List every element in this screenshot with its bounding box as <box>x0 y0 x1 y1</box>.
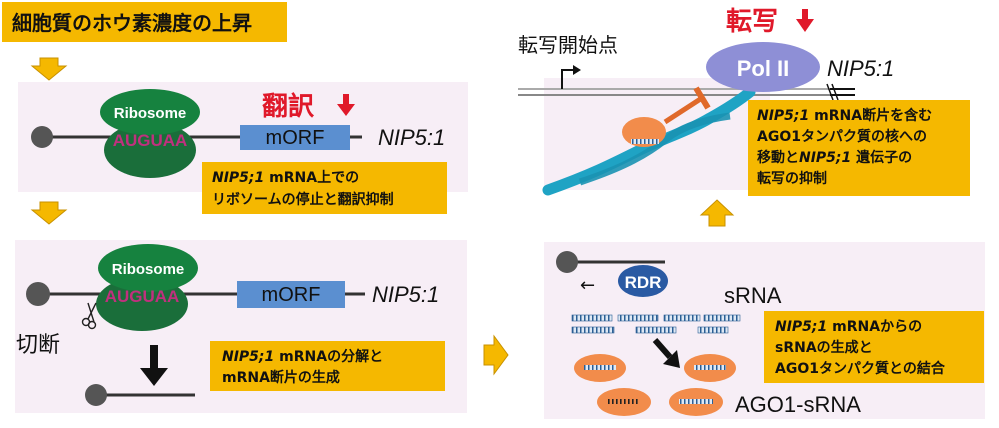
black-diagonal-arrow <box>652 338 680 368</box>
pol-ii-enzyme <box>706 42 820 92</box>
note-4-line-4: 転写の抑制 <box>757 170 827 187</box>
morf-label-1: mORF <box>266 127 325 149</box>
ribosome-large-subunit-1 <box>104 122 196 178</box>
rdr-enzyme <box>618 265 668 297</box>
ribosome-label-2: Ribosome <box>112 261 185 278</box>
srna-label: sRNA <box>724 283 782 308</box>
ago-srna-label: AGO1-sRNA <box>735 392 861 417</box>
ribosome-small-subunit-1 <box>100 89 200 135</box>
cut-label: 切断 <box>16 333 60 358</box>
srna-in-ago <box>631 139 659 144</box>
red-down-arrow-2 <box>796 9 814 32</box>
panel-srna: ← RDR sRNA AGO1-sRNA NIP5 <box>544 242 985 419</box>
note-2-line-1: NIP5;1 mRNAの分解と <box>222 348 383 365</box>
cap-circle-3 <box>85 384 107 406</box>
inhibition-bar <box>663 86 711 125</box>
morf-box-1 <box>240 125 350 150</box>
note-box-2 <box>210 341 445 391</box>
right-arrow <box>483 334 509 376</box>
ribosome-small-subunit-2 <box>98 244 198 292</box>
morf-label-2: mORF <box>262 284 321 306</box>
codon-label-2: AUGUAA <box>105 287 180 306</box>
note-3-line-3: AGO1タンパク質との結合 <box>775 360 946 377</box>
panel-transcription: 転写開始点 Pol II NIP5:1 転写 NIP5;1 mRNA断片を含む <box>518 7 970 196</box>
cap-circle-1 <box>31 126 53 148</box>
note-1-line-1: NIP5;1 mRNA上での <box>212 170 359 186</box>
gene-label-2: NIP5:1 <box>372 282 439 307</box>
note-box-1 <box>202 162 447 214</box>
panel-translation: Ribosome AUGUAA mORF NIP5:1 翻訳 NIP5;1 mR… <box>18 82 468 214</box>
cap-circle-4 <box>556 251 578 273</box>
panel-cleavage: Ribosome AUGUAA mORF NIP5:1 切断 NIP5;1 mR… <box>15 240 467 413</box>
ago1-srna-complexes <box>574 354 736 416</box>
morf-box-2 <box>237 281 345 308</box>
tss-arrow-icon <box>561 69 574 89</box>
tss-arrowhead <box>573 65 581 75</box>
down-arrow-2 <box>30 201 68 225</box>
black-down-arrow <box>140 345 168 386</box>
note-box-4 <box>748 100 970 196</box>
title-box: 細胞質のホウ素濃度の上昇 <box>2 2 287 42</box>
tss-label: 転写開始点 <box>518 33 618 57</box>
dna-teal-strand-2 <box>578 112 731 186</box>
red-down-arrow-1 <box>337 94 355 116</box>
left-arrow-icon: ← <box>580 275 595 296</box>
cap-circle-2 <box>26 282 50 306</box>
note-3-line-2: sRNAの生成と <box>775 339 873 356</box>
translation-label: 翻訳 <box>262 91 315 122</box>
rdr-label: RDR <box>625 273 662 292</box>
note-2-line-2: mRNA断片の生成 <box>222 369 340 386</box>
note-box-3 <box>764 311 984 383</box>
pol-ii-label: Pol II <box>737 56 790 81</box>
ribosome-label-1: Ribosome <box>114 105 187 122</box>
srna-duplexes <box>571 314 741 334</box>
gene-label-4: NIP5:1 <box>827 56 894 81</box>
note-4-line-2: AGO1タンパク質の核への <box>757 128 927 145</box>
note-3-line-1: NIP5;1 mRNAからの <box>775 319 922 335</box>
down-arrow-1 <box>30 57 68 81</box>
gene-label-1: NIP5:1 <box>378 125 445 150</box>
codon-label-1: AUGUAA <box>113 131 188 150</box>
up-arrow <box>699 199 735 227</box>
title-text: 細胞質のホウ素濃度の上昇 <box>12 11 252 35</box>
note-4-line-1: NIP5;1 mRNA断片を含む <box>757 107 932 124</box>
scissors-icon <box>81 302 97 330</box>
note-1-line-2: リボソームの停止と翻訳抑制 <box>212 191 394 208</box>
note-4-line-3: 移動とNIP5;1 遺伝子の <box>757 149 912 166</box>
transcription-label: 転写 <box>726 7 778 37</box>
